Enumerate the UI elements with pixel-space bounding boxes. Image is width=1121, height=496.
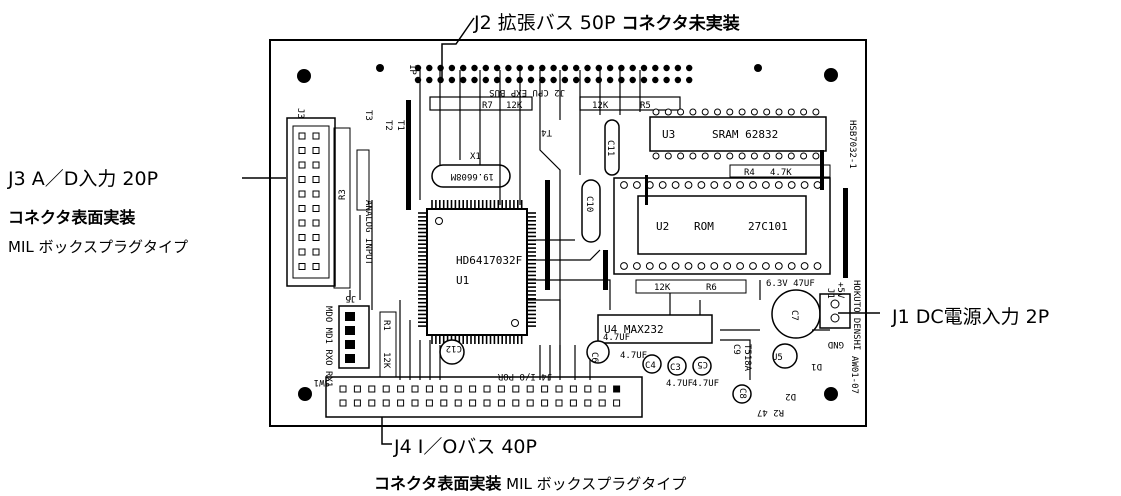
- resistor-array-r4: [729, 164, 831, 178]
- capacitor-c3: [667, 356, 687, 376]
- silk-j1: J1: [825, 288, 835, 299]
- silk-t1: T1: [395, 120, 405, 131]
- u2-rom-socket: [613, 177, 831, 275]
- silk-r6: R6: [706, 283, 717, 293]
- silk-u1: U1: [456, 274, 469, 287]
- dip-switch-sw1: [338, 305, 370, 369]
- silk-rom: ROM: [694, 220, 714, 233]
- callout-j2: J2 拡張バス 50P コネクタ未実装: [474, 8, 740, 35]
- silk-d1: D1: [811, 361, 822, 371]
- silk-r2: R2 47: [757, 407, 784, 417]
- capacitor-c6: [586, 340, 610, 364]
- resistor-array-r6: [635, 279, 747, 294]
- silk-analog: ANALOG INPUT: [363, 200, 373, 266]
- resistor-array-r7: [429, 96, 533, 111]
- silk-rom-part: 27C101: [748, 220, 788, 233]
- silk-c8: C8: [737, 388, 747, 399]
- silk-c7: C7: [789, 310, 799, 321]
- callout-j3-line2: コネクタ表面実装: [8, 208, 136, 227]
- silk-c5: C5: [697, 359, 708, 369]
- silk-c7v: 6.3V 47UF: [766, 279, 815, 289]
- j3-analog-connector: [286, 117, 336, 287]
- silk-u3: U3: [662, 128, 675, 141]
- callout-j2-bold: コネクタ未実装: [621, 14, 740, 34]
- u1-cpu-chip: [418, 200, 536, 344]
- callout-j4-rest: MIL ボックスプラグタイプ: [506, 475, 687, 493]
- mounting-hole: [298, 387, 312, 401]
- callout-j4-bold: コネクタ表面実装: [374, 474, 502, 493]
- silk-hsb: HSB7032-1: [847, 120, 857, 169]
- silk-t4: T4: [541, 127, 552, 137]
- silk-r1v: 12K: [381, 352, 391, 369]
- mounting-hole: [824, 387, 838, 401]
- silk-cap-b: 4.7UF: [620, 351, 647, 361]
- silk-r4: R4: [744, 168, 755, 178]
- silk-sw-pins: MDO MD1 RXO RX1: [323, 306, 333, 387]
- silk-j2: J2 CPU EXP BUS: [489, 87, 565, 97]
- capacitor-c5: [692, 356, 712, 376]
- callout-j3-main: J3 A／D入力 20P: [8, 168, 159, 190]
- silk-1p: 1P: [407, 64, 417, 75]
- j2-leader: [441, 17, 475, 80]
- silk-sw1: SW1: [314, 377, 330, 387]
- silk-c3: C3: [670, 363, 681, 373]
- silk-r6v: 12K: [654, 283, 671, 293]
- silk-xtal: 19.6608M: [450, 171, 494, 181]
- capacitor-c4: [642, 354, 662, 374]
- regulator-u5: [772, 343, 798, 369]
- silk-t518: T518A: [742, 344, 752, 372]
- mounting-hole: [824, 68, 838, 82]
- capacitor-c8: [732, 384, 752, 404]
- silk-d2: D2: [785, 391, 796, 401]
- silk-cap-c: 4.7UF: [666, 379, 693, 389]
- silk-c11: C11: [605, 140, 615, 156]
- silk-c9: C9: [731, 344, 741, 355]
- u3-sram-chip: [649, 108, 827, 160]
- silk-j1v: +5V: [835, 282, 845, 299]
- silk-u2: U2: [656, 220, 669, 233]
- pcb-traces: [349, 70, 830, 380]
- callout-j1-main: J1 DC電源入力 2P: [892, 306, 1050, 328]
- silk-r1: R1: [381, 320, 391, 331]
- silk-c12: C12: [446, 343, 462, 353]
- j4-leader: [381, 417, 392, 445]
- callout-j2-main: J2 拡張バス 50P: [474, 12, 616, 34]
- silk-t3: T3: [363, 110, 373, 121]
- silk-cap-d: 4.7UF: [692, 379, 719, 389]
- silk-u5: U5: [772, 353, 783, 363]
- silk-c4: C4: [645, 361, 656, 371]
- callout-j4-main: J4 I／Oバス 40P: [394, 436, 537, 458]
- silk-awo: AW01-07: [849, 356, 859, 394]
- callout-j3-line3: MIL ボックスプラグタイプ: [8, 238, 189, 256]
- u4-max232-chip: [597, 314, 713, 344]
- silk-j4: J4 I/O POR: [497, 371, 552, 381]
- j4-io-connector: [325, 376, 643, 418]
- silk-r7v: 12K: [506, 101, 523, 111]
- silk-j3: J3: [295, 108, 305, 119]
- callout-j4-line2: コネクタ表面実装 MIL ボックスプラグタイプ: [374, 470, 686, 494]
- silk-r5v: 12K: [592, 101, 609, 111]
- silk-u4: U4 MAX232: [604, 323, 664, 336]
- silk-hokuto: HOKUTO DENSHI: [851, 280, 861, 350]
- silk-u1-part: HD6417032F: [456, 254, 522, 267]
- silk-cap-a: 4.7UF: [603, 333, 630, 343]
- mounting-hole: [297, 69, 311, 83]
- silk-j5: J5: [345, 293, 356, 303]
- silk-c6: C6: [589, 352, 599, 363]
- silk-c10: C10: [584, 196, 594, 212]
- silk-r5: R5: [640, 101, 651, 111]
- silk-sram: SRAM 62832: [712, 128, 778, 141]
- silk-r3: R3: [338, 189, 348, 200]
- silk-t2: T2: [383, 120, 393, 131]
- crystal-x1: [431, 164, 511, 188]
- silk-x1: X1: [470, 152, 481, 162]
- silk-r4v: 4.7K: [770, 168, 792, 178]
- silk-r7: R7: [482, 101, 493, 111]
- silk-gnd: GND: [828, 339, 844, 349]
